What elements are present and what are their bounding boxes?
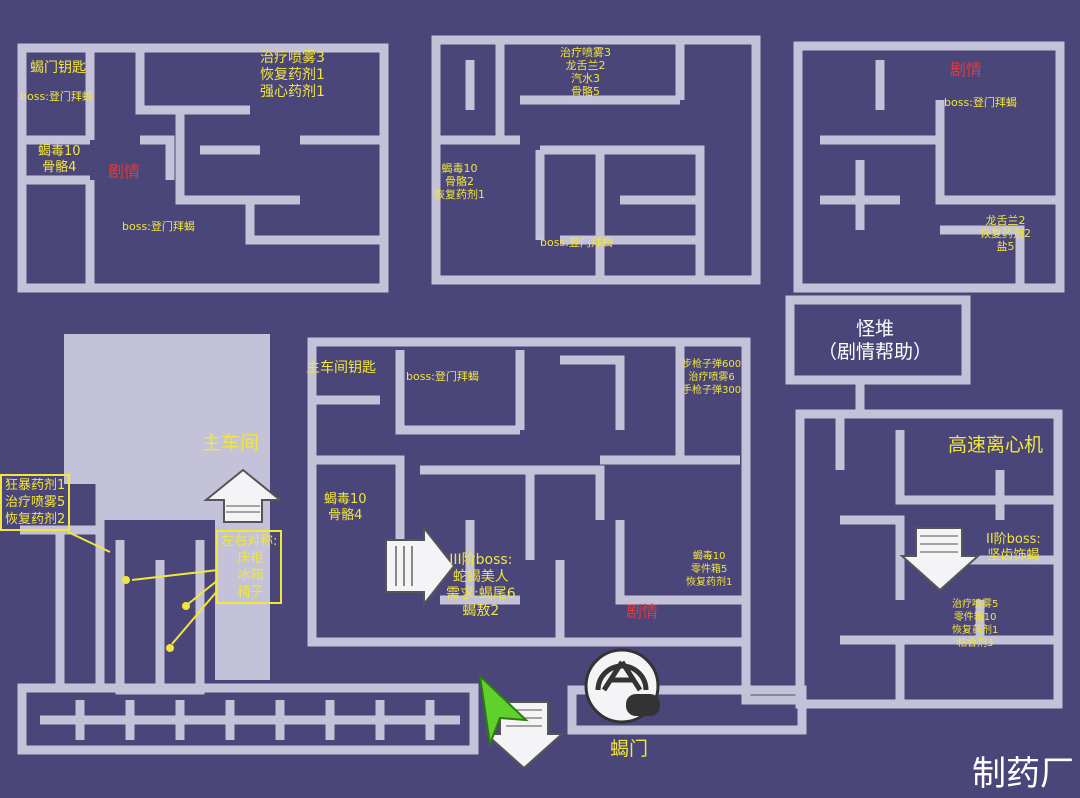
- story-label: 剧情: [626, 602, 659, 621]
- boss-label: boss:登门拜蝎: [122, 220, 195, 233]
- scorpion-gate-label: 蝎门: [610, 738, 649, 760]
- main-workshop-label: 主车间: [202, 432, 260, 454]
- boss-label: boss:登门拜蝎: [944, 96, 1017, 109]
- pointer-arrows: [67, 531, 219, 652]
- left-loot-label: 狂暴药剂1 治疗喷雾5 恢复药剂2: [0, 474, 71, 531]
- loot-label: 步枪子弹600 治疗喷雾6 手枪子弹300: [682, 359, 742, 396]
- loot-label: 蝎毒10 骨骼2 恢复药剂1: [434, 162, 485, 201]
- main-workshop-key-label: 主车间钥匙: [306, 360, 376, 376]
- up-arrow-icon: [203, 468, 283, 523]
- loot-label: 龙舌兰2 恢复药剂2 盐5: [980, 214, 1031, 253]
- player-cursor-icon: [478, 673, 529, 748]
- boss3-label: III阶boss: 蛇蝎美人 需求:蝎尾6 蝎敖2: [446, 552, 516, 619]
- loot-label: 治疗喷雾3 龙舌兰2 汽水3 骨骼5: [560, 46, 611, 98]
- loot-label: 蝎毒10 零件箱5 恢复药剂1: [686, 551, 733, 588]
- boss2-label: II阶boss: 坚齿饰蝎: [986, 532, 1041, 563]
- down-arrow-icon: [899, 527, 981, 592]
- story-label: 剧情: [108, 162, 141, 181]
- boss-label: boss:登门拜蝎: [540, 236, 613, 249]
- map-title: 制药厂: [972, 754, 1074, 794]
- centrifuge-label: 高速离心机: [948, 434, 1044, 456]
- boss-label: boss:登门拜蝎: [20, 90, 93, 103]
- loot-label: 蝎毒10 骨骼4: [38, 144, 81, 175]
- loot-label: 蝎毒10 骨骼4: [324, 492, 367, 523]
- monster-pile-label: 怪堆 （剧情帮助）: [818, 318, 933, 363]
- symmetric-label: 左右对称: 床柜 冰箱 椅子: [216, 530, 283, 604]
- gamepad-gate-icon: [584, 648, 660, 724]
- boss-label: boss:登门拜蝎: [406, 370, 479, 383]
- story-label: 剧情: [950, 60, 983, 79]
- scorpion-key-label: 蝎门钥匙: [30, 60, 86, 76]
- loot-label: 治疗喷雾3 恢复药剂1 强心药剂1: [260, 50, 325, 100]
- right-arrow-icon: [385, 525, 456, 607]
- loot-label: 治疗喷雾5 零件箱10 恢复药剂1 粘合剂3: [952, 599, 999, 649]
